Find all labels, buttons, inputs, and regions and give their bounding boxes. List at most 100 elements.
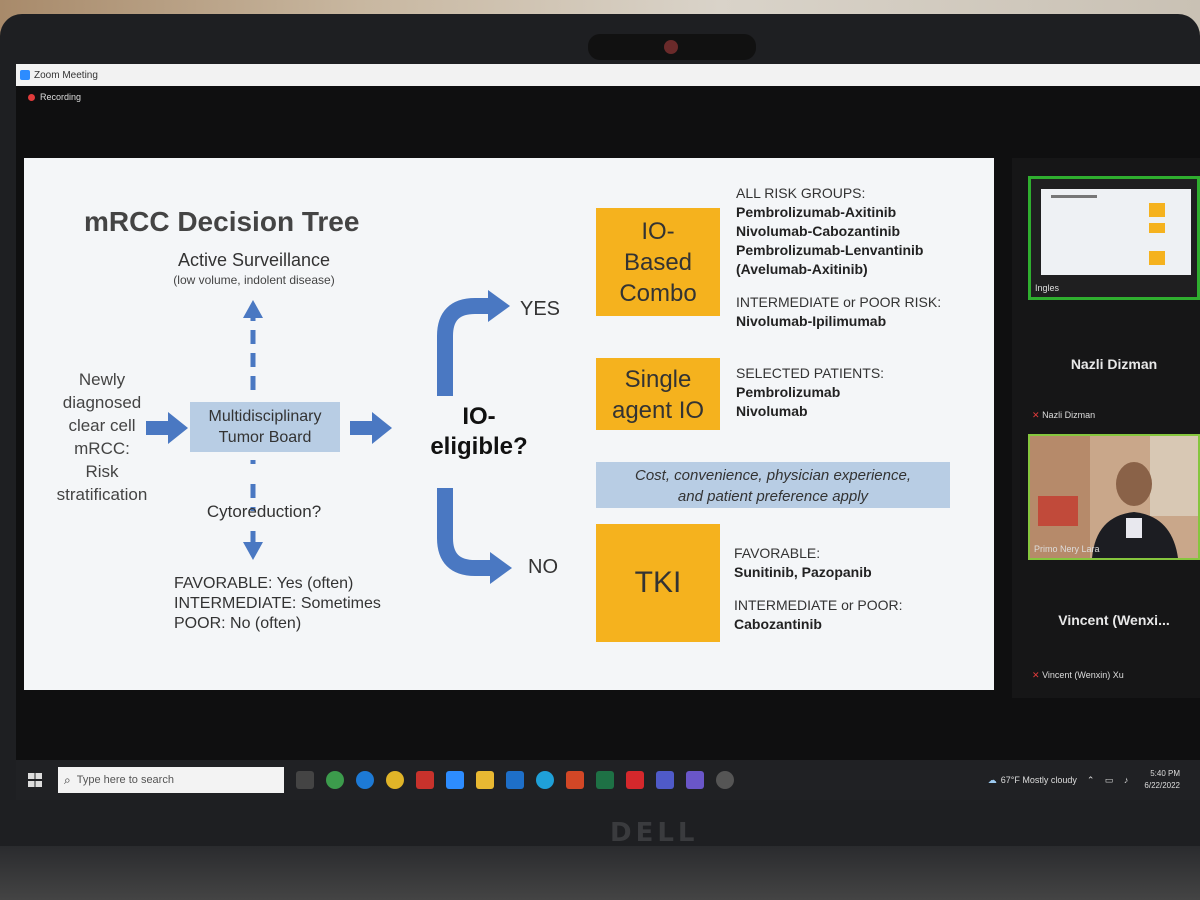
io-question-line-2: eligible? xyxy=(430,433,528,460)
tki-header-favorable: FAVORABLE: xyxy=(734,545,821,561)
participant-name-ingles: Ingles xyxy=(1035,283,1060,293)
io-question-line-1: IO- xyxy=(462,403,496,430)
clock-time: 5:40 PM xyxy=(1150,769,1180,778)
edge-icon[interactable] xyxy=(536,771,554,789)
weather-text[interactable]: 67°F Mostly cloudy xyxy=(1000,775,1077,785)
office-app-icon[interactable] xyxy=(416,771,434,789)
windows-start-icon[interactable] xyxy=(28,773,42,787)
participant-tile-primo[interactable]: Primo Nery Lara xyxy=(1028,434,1200,560)
single-drug-2: Nivolumab xyxy=(736,403,808,419)
flow-arrows xyxy=(146,290,512,584)
risk-favorable: FAVORABLE: Yes (often) xyxy=(174,575,354,592)
cytoreduction-risk-list: FAVORABLE: Yes (often) INTERMEDIATE: Som… xyxy=(174,574,381,634)
powerpoint-icon[interactable] xyxy=(566,771,584,789)
single-line-1: Single xyxy=(624,366,692,393)
newly-line-4: mRCC: xyxy=(74,439,130,458)
tumor-board-line-1: Multidisciplinary xyxy=(208,408,322,425)
participant-label-nazli: Nazli Dizman xyxy=(1042,410,1096,420)
clock-date: 6/22/2022 xyxy=(1144,781,1180,790)
newly-line-3: clear cell xyxy=(68,416,136,435)
teams-meeting-icon[interactable] xyxy=(686,771,704,789)
participant-name-nazli: ✕ Nazli Dizman xyxy=(1032,410,1095,421)
arrow-left-head xyxy=(168,412,188,444)
shared-slide: mRCC Decision Tree Active Surveillance (… xyxy=(24,158,994,690)
clock[interactable]: 5:40 PM 6/22/2022 xyxy=(1144,768,1180,792)
muted-mic-icon: ✕ xyxy=(1032,670,1040,680)
dashed-arrow-up-head xyxy=(243,300,263,318)
tumor-board-box: Multidisciplinary Tumor Board xyxy=(190,402,340,452)
cost-note-line-1: Cost, convenience, physician experience, xyxy=(635,467,911,484)
combo-drug-5: Nivolumab-Ipilimumab xyxy=(736,313,887,329)
recording-dot-icon xyxy=(28,93,35,101)
risk-intermediate: INTERMEDIATE: Sometimes xyxy=(174,595,381,612)
single-line-2: agent IO xyxy=(611,397,705,424)
acrobat-icon[interactable] xyxy=(626,771,644,789)
settings-gear-icon[interactable] xyxy=(716,771,734,789)
recording-label: Recording xyxy=(40,92,82,102)
combo-line-3: Combo xyxy=(619,280,697,307)
arrow-mid-head xyxy=(372,412,392,444)
combo-line-2: Based xyxy=(623,249,693,276)
newly-line-5: Risk xyxy=(85,462,119,481)
combo-header-int-poor: INTERMEDIATE or POOR RISK: xyxy=(736,294,942,310)
cytoreduction-label: Cytoreduction? xyxy=(206,502,322,521)
zoom-taskbar-icon[interactable] xyxy=(446,771,464,789)
tki-info: FAVORABLE: Sunitinib, Pazopanib INTERMED… xyxy=(734,544,903,634)
zoom-app-icon xyxy=(20,70,30,80)
participant-bigname-nazli: Nazli Dizman xyxy=(1070,356,1158,372)
tumor-board-line-2: Tumor Board xyxy=(218,429,312,446)
task-view-icon[interactable] xyxy=(296,771,314,789)
no-label: NO xyxy=(528,556,558,578)
cost-note-line-2: and patient preference apply xyxy=(677,488,869,505)
combo-drug-4: (Avelumab-Axitinib) xyxy=(736,261,868,277)
internet-explorer-icon[interactable] xyxy=(356,771,374,789)
slide-title: mRCC Decision Tree xyxy=(84,206,360,237)
participant-name-vincent: ✕ Vincent (Wenxin) Xu xyxy=(1032,670,1124,681)
participant-tile-ingles[interactable]: Ingles xyxy=(1028,176,1200,300)
single-agent-box: Single agent IO xyxy=(596,358,720,430)
participant-tile-vincent[interactable]: Vincent (Wenxi... ✕ Vincent (Wenxin) Xu xyxy=(1028,560,1200,684)
risk-poor: POOR: No (often) xyxy=(174,615,302,632)
combo-line-1: IO- xyxy=(641,218,675,245)
taskbar-search-box[interactable]: ⌕ Type here to search xyxy=(58,767,284,793)
participant-label-vincent: Vincent (Wenxin) Xu xyxy=(1042,670,1124,680)
newly-line-2: diagnosed xyxy=(62,393,142,412)
excel-icon[interactable] xyxy=(596,771,614,789)
combo-info: ALL RISK GROUPS: Pembrolizumab-Axitinib … xyxy=(736,184,941,331)
combo-drug-3: Pembrolizumab-Lenvantinib xyxy=(736,242,924,258)
laptop-base xyxy=(0,846,1200,900)
webcam-lens-icon xyxy=(664,40,678,54)
single-header: SELECTED PATIENTS: xyxy=(736,365,885,381)
active-surveillance-label: Active Surveillance xyxy=(177,250,331,270)
outlook-icon[interactable] xyxy=(506,771,524,789)
tray-icons[interactable]: ⌃ ▭ ♪ xyxy=(1086,774,1133,785)
file-explorer-icon[interactable] xyxy=(476,771,494,789)
weather-cloud-icon: ☁ xyxy=(987,774,997,785)
participants-panel: Ingles Nazli Dizman ✕ Nazli Dizman Primo… xyxy=(1012,158,1200,698)
combo-drug-1: Pembrolizumab-Axitinib xyxy=(736,204,897,220)
teams-icon[interactable] xyxy=(656,771,674,789)
windows-taskbar: ⌕ Type here to search ☁ 67°F Mostly clou… xyxy=(16,760,1200,800)
io-combo-box: IO- Based Combo xyxy=(596,208,720,316)
search-icon: ⌕ xyxy=(64,772,71,787)
newly-diagnosed-text: Newly diagnosed clear cell mRCC: Risk st… xyxy=(42,368,162,506)
participant-tile-nazli[interactable]: Nazli Dizman ✕ Nazli Dizman xyxy=(1028,304,1200,424)
tki-drug-2: Cabozantinib xyxy=(734,616,822,632)
laptop-screen: Zoom Meeting Recording mRCC Decisi xyxy=(16,64,1200,800)
tki-drug-1: Sunitinib, Pazopanib xyxy=(734,564,872,580)
tki-box: TKI xyxy=(596,524,720,642)
combo-header-all-risk: ALL RISK GROUPS: xyxy=(736,185,866,201)
active-surveillance-detail: (low volume, indolent disease) xyxy=(173,273,335,287)
recording-indicator[interactable]: Recording xyxy=(16,88,81,106)
chrome-icon[interactable] xyxy=(386,771,404,789)
arrow-mid-shaft xyxy=(350,421,372,435)
cost-note-box: Cost, convenience, physician experience,… xyxy=(596,462,950,508)
yes-arrow-head xyxy=(488,290,510,322)
browser-globe-icon[interactable] xyxy=(326,771,344,789)
tki-header-int-poor: INTERMEDIATE or POOR: xyxy=(734,597,903,613)
newly-line-6: stratification xyxy=(56,485,148,504)
single-info: SELECTED PATIENTS: Pembrolizumab Nivolum… xyxy=(736,364,884,421)
participant-name-primo: Primo Nery Lara xyxy=(1034,544,1100,554)
search-placeholder: Type here to search xyxy=(76,774,174,786)
window-titlebar[interactable]: Zoom Meeting xyxy=(16,64,1200,86)
